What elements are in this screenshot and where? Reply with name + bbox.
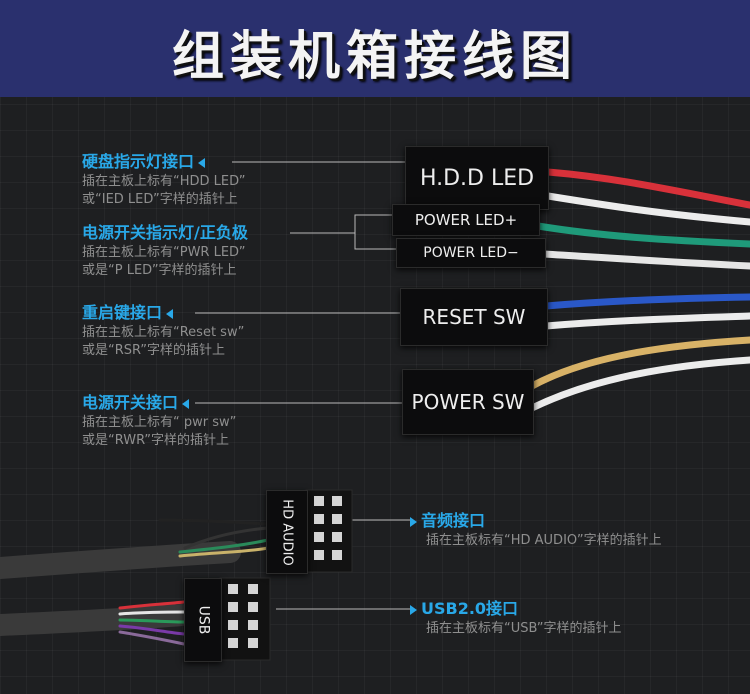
power-sw-label: POWER SW <box>411 390 525 414</box>
arrow-right-icon <box>410 516 417 527</box>
usb-pin <box>248 584 258 594</box>
wire-reset-sw-white <box>542 312 750 330</box>
power-led-plus-connector: POWER LED+ <box>392 204 540 236</box>
label-hd-audio-line1: 插在主板标有“HD AUDIO”字样的插针上 <box>426 533 662 548</box>
usb-wire-red <box>118 600 186 610</box>
audio-wire-green <box>178 538 270 554</box>
label-power-led-line2: 或是“P LED”字样的插针上 <box>82 263 237 278</box>
usb-header-pins <box>219 577 271 661</box>
power-led-minus-label: POWER LED− <box>423 245 519 261</box>
audio-pin <box>332 496 342 506</box>
audio-pin <box>332 532 342 542</box>
audio-pin <box>314 514 324 524</box>
label-hdd-led-title: 硬盘指示灯接口 <box>82 152 195 171</box>
leader-power-led-plus <box>290 214 392 234</box>
label-power-sw: 电源开关接口 插在主板上标有“ pwr sw” 或是“RWR”字样的插针上 <box>82 392 236 450</box>
label-hd-audio-title: 音频接口 <box>421 511 486 530</box>
usb-cable-sleeve <box>0 604 193 636</box>
usb-pin <box>248 638 258 648</box>
label-power-led: 电源开关指示灯/正负极 插在主板上标有“PWR LED” 或是“P LED”字样… <box>82 222 248 280</box>
label-power-led-title: 电源开关指示灯/正负极 <box>82 223 248 242</box>
arrow-right-icon <box>410 604 417 615</box>
audio-pin <box>314 550 324 560</box>
label-power-sw-title: 电源开关接口 <box>82 393 179 412</box>
label-power-sw-line2: 或是“RWR”字样的插针上 <box>82 433 230 448</box>
usb-label: USB <box>195 605 211 635</box>
reset-sw-label: RESET SW <box>422 305 526 329</box>
audio-wire-dark <box>158 518 270 526</box>
power-led-minus-connector: POWER LED− <box>396 238 546 268</box>
usb-pin <box>228 638 238 648</box>
page-title: 组装机箱接线图 <box>171 27 578 87</box>
audio-pin <box>314 496 324 506</box>
label-usb-line1: 插在主板标有“USB”字样的插针上 <box>426 621 622 636</box>
header-banner: 组装机箱接线图 <box>0 0 750 97</box>
reset-sw-connector: RESET SW <box>400 288 548 346</box>
audio-header-pins <box>305 489 353 573</box>
leader-lines <box>195 161 410 610</box>
audio-header-body <box>305 489 353 573</box>
usb-header-body <box>219 577 271 661</box>
label-usb: USB2.0接口 插在主板标有“USB”字样的插针上 <box>410 598 621 638</box>
bundle-wires <box>0 518 270 646</box>
wire-power-sw-white <box>528 356 750 412</box>
arrow-left-icon <box>198 157 206 168</box>
hdd-led-connector-label: H.D.D LED <box>419 165 535 191</box>
usb-connector: USB <box>184 578 222 662</box>
label-power-sw-line1: 插在主板上标有“ pwr sw” <box>82 415 237 430</box>
arrow-left-icon <box>182 398 190 409</box>
label-hdd-led-line1: 插在主板上标有“HDD LED” <box>82 174 246 189</box>
label-hdd-led: 硬盘指示灯接口 插在主板上标有“HDD LED” 或“IED LED”字样的插针… <box>82 151 246 209</box>
wire-power-sw-gold <box>528 336 750 390</box>
label-hdd-led-line2: 或“IED LED”字样的插针上 <box>82 192 238 207</box>
audio-wire-yellow <box>178 546 270 558</box>
usb-pin <box>248 620 258 630</box>
wire-hdd-led-red <box>544 168 750 209</box>
audio-pin <box>314 532 324 542</box>
power-sw-connector: POWER SW <box>402 369 534 435</box>
arrow-left-icon <box>166 308 174 319</box>
usb-wire-white <box>118 610 186 616</box>
label-reset-sw-title: 重启键接口 <box>82 303 163 322</box>
label-usb-title: USB2.0接口 <box>421 599 519 618</box>
usb-pin <box>228 602 238 612</box>
label-reset-sw: 重启键接口 插在主板上标有“Reset sw” 或是“RSR”字样的插针上 <box>82 302 244 360</box>
usb-pin <box>228 620 238 630</box>
hd-audio-connector: HD AUDIO <box>266 490 308 574</box>
usb-pin <box>248 602 258 612</box>
audio-pin <box>332 514 342 524</box>
audio-wire-black <box>183 526 270 550</box>
wire-hdd-led-white <box>544 192 750 226</box>
wire-reset-sw-blue <box>542 293 750 310</box>
front-panel-wires <box>528 168 750 412</box>
usb-pin <box>228 584 238 594</box>
hdd-led-connector: H.D.D LED <box>405 146 549 210</box>
label-reset-sw-line2: 或是“RSR”字样的插针上 <box>82 343 225 358</box>
hd-audio-label: HD AUDIO <box>279 498 295 566</box>
label-hd-audio: 音频接口 插在主板标有“HD AUDIO”字样的插针上 <box>410 510 662 550</box>
label-reset-sw-line1: 插在主板上标有“Reset sw” <box>82 325 245 340</box>
audio-pin <box>332 550 342 560</box>
leader-power-led-minus <box>354 233 396 250</box>
usb-wire-violet <box>118 630 186 646</box>
usb-wire-green <box>118 618 186 624</box>
wire-power-led-white <box>540 250 750 270</box>
usb-wire-purple <box>118 624 186 636</box>
power-led-plus-label: POWER LED+ <box>414 211 518 229</box>
label-power-led-line1: 插在主板上标有“PWR LED” <box>82 245 246 260</box>
wire-power-led-green <box>534 222 750 248</box>
